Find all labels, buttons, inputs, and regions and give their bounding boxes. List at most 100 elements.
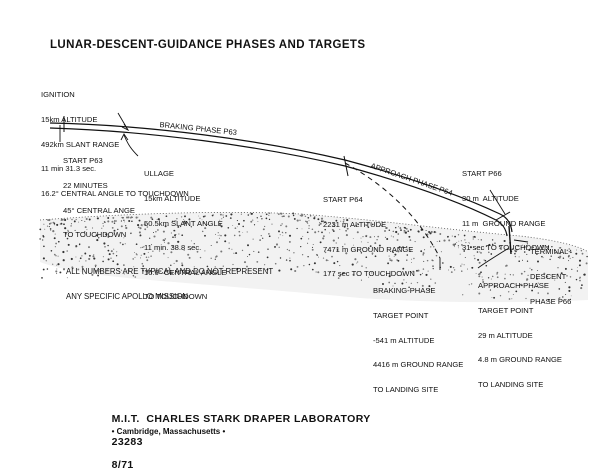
surface-dot [108,253,111,256]
surface-dot [201,230,204,233]
surface-dot [252,238,254,240]
surface-dot [515,290,518,293]
surface-dot [352,273,355,276]
surface-dot [504,273,506,275]
surface-dot [266,256,269,259]
surface-dot [164,225,167,228]
surface-dot [430,278,432,280]
surface-dot [578,264,581,267]
surface-dot [304,215,307,218]
surface-dot [406,245,408,248]
surface-dot [202,222,205,224]
surface-dot [466,268,469,270]
surface-dot [509,274,511,276]
surface-dot [303,265,305,267]
surface-dot [163,242,165,243]
surface-dot [521,259,524,261]
surface-dot [152,231,155,234]
surface-dot [278,246,280,248]
braking-target-line: TO LANDING SITE [373,384,439,394]
surface-dot [279,234,281,236]
surface-dot [141,246,143,248]
surface-dot [249,213,251,215]
surface-dot [448,239,451,242]
surface-dot [201,219,203,221]
surface-dot [487,277,490,279]
surface-dot [257,251,260,253]
surface-dot [468,242,470,244]
note-line: ALL NUMBERS ARE TYPICAL AND DO NOT REPRE… [66,266,274,276]
surface-dot [296,219,299,222]
surface-dot [386,238,389,240]
surface-dot [110,257,112,259]
surface-dot [413,257,415,260]
surface-dot [488,251,490,254]
surface-dot [541,255,543,258]
surface-dot [490,253,493,255]
surface-dot [145,256,148,259]
surface-dot [355,224,357,227]
surface-dot [472,238,474,240]
surface-dot [127,269,130,272]
surface-dot [56,272,58,275]
surface-dot [468,284,470,286]
surface-dot [554,251,557,254]
surface-dot [529,267,531,269]
surface-dot [365,224,368,227]
surface-dot [253,224,256,226]
surface-dot [139,234,142,236]
surface-dot [62,259,65,262]
surface-dot [42,268,45,271]
surface-dot [388,229,391,231]
surface-dot [432,265,434,268]
surface-dot [476,251,479,253]
surface-dot [405,281,407,283]
surface-dot [360,241,362,243]
surface-dot [123,219,125,221]
approach-target-line: 4.8 m GROUND RANGE [478,355,562,365]
surface-dot [81,219,83,222]
surface-dot [342,272,345,275]
surface-dot [212,214,214,216]
surface-dot [206,223,208,225]
surface-dot [397,233,400,235]
surface-dot [322,257,325,259]
surface-dot [559,247,562,249]
surface-dot [57,263,60,266]
surface-dot [518,260,521,263]
surface-dot [122,243,124,246]
surface-dot [184,215,186,218]
surface-dot [188,256,191,259]
surface-dot [44,228,46,230]
surface-dot [317,271,320,274]
surface-dot [130,232,132,235]
ullage-annotation: ULLAGE 15km ALTITUDE 50.5km SLANT ANGLE … [144,154,227,310]
surface-dot [150,216,153,219]
surface-dot [292,213,294,215]
surface-dot [148,256,150,258]
surface-dot [388,255,390,257]
surface-dot [193,266,195,268]
surface-dot [143,246,145,248]
surface-dot [142,265,144,267]
surface-dot [332,222,335,225]
surface-dot [328,272,330,273]
ignition-line: 11 min 31.3 sec. [41,164,97,174]
surface-dot [123,264,125,266]
surface-dot [377,235,380,238]
surface-dot [71,218,73,221]
surface-dot [390,259,393,262]
surface-dot [462,294,464,296]
surface-dot [102,260,104,263]
surface-dot [345,229,348,232]
surface-dot [42,235,45,238]
surface-dot [460,265,462,267]
surface-dot [323,235,325,238]
surface-dot [558,247,561,249]
surface-dot [54,246,56,248]
surface-dot [346,227,349,230]
surface-dot [475,236,476,238]
surface-dot [43,223,45,225]
surface-dot [94,264,97,267]
surface-dot [356,262,358,264]
